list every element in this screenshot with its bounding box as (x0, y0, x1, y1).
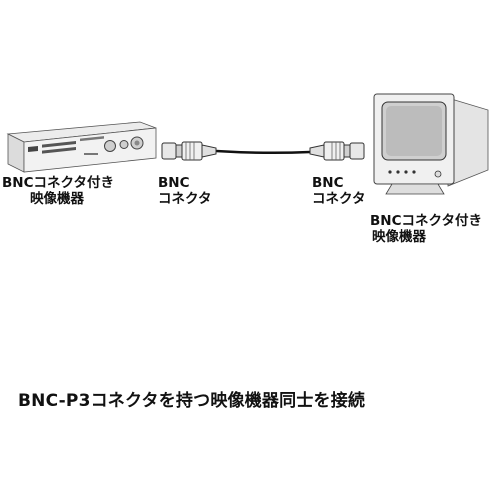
crt-monitor-icon (373, 93, 489, 195)
diagram-caption: BNC-P3コネクタを持つ映像機器同士を接続 (18, 391, 366, 411)
right-connector-label: BNC コネクタ (312, 175, 365, 207)
left-connector-label-line2: コネクタ (158, 191, 212, 207)
source-device-label: BNCコネクタ付き 映像機器 (2, 175, 114, 207)
right-connector-label-line2: コネクタ (312, 191, 366, 207)
target-device-label-line1: BNCコネクタ付き (370, 213, 482, 229)
left-connector-label: BNC コネクタ (158, 175, 211, 207)
target-device-label: BNCコネクタ付き 映像機器 (370, 213, 482, 245)
source-device-label-line1: BNCコネクタ付き (2, 175, 114, 191)
left-connector-label-line1: BNC (158, 175, 190, 191)
right-bnc-connector-icon (349, 142, 365, 160)
left-bnc-connector-icon (161, 142, 177, 160)
target-device-label-line2: 映像機器 (372, 229, 426, 245)
source-device-label-line2: 映像機器 (30, 191, 84, 207)
right-connector-label-line1: BNC (312, 175, 344, 191)
video-deck-icon (6, 121, 157, 173)
bnc-cable-icon (161, 141, 365, 161)
